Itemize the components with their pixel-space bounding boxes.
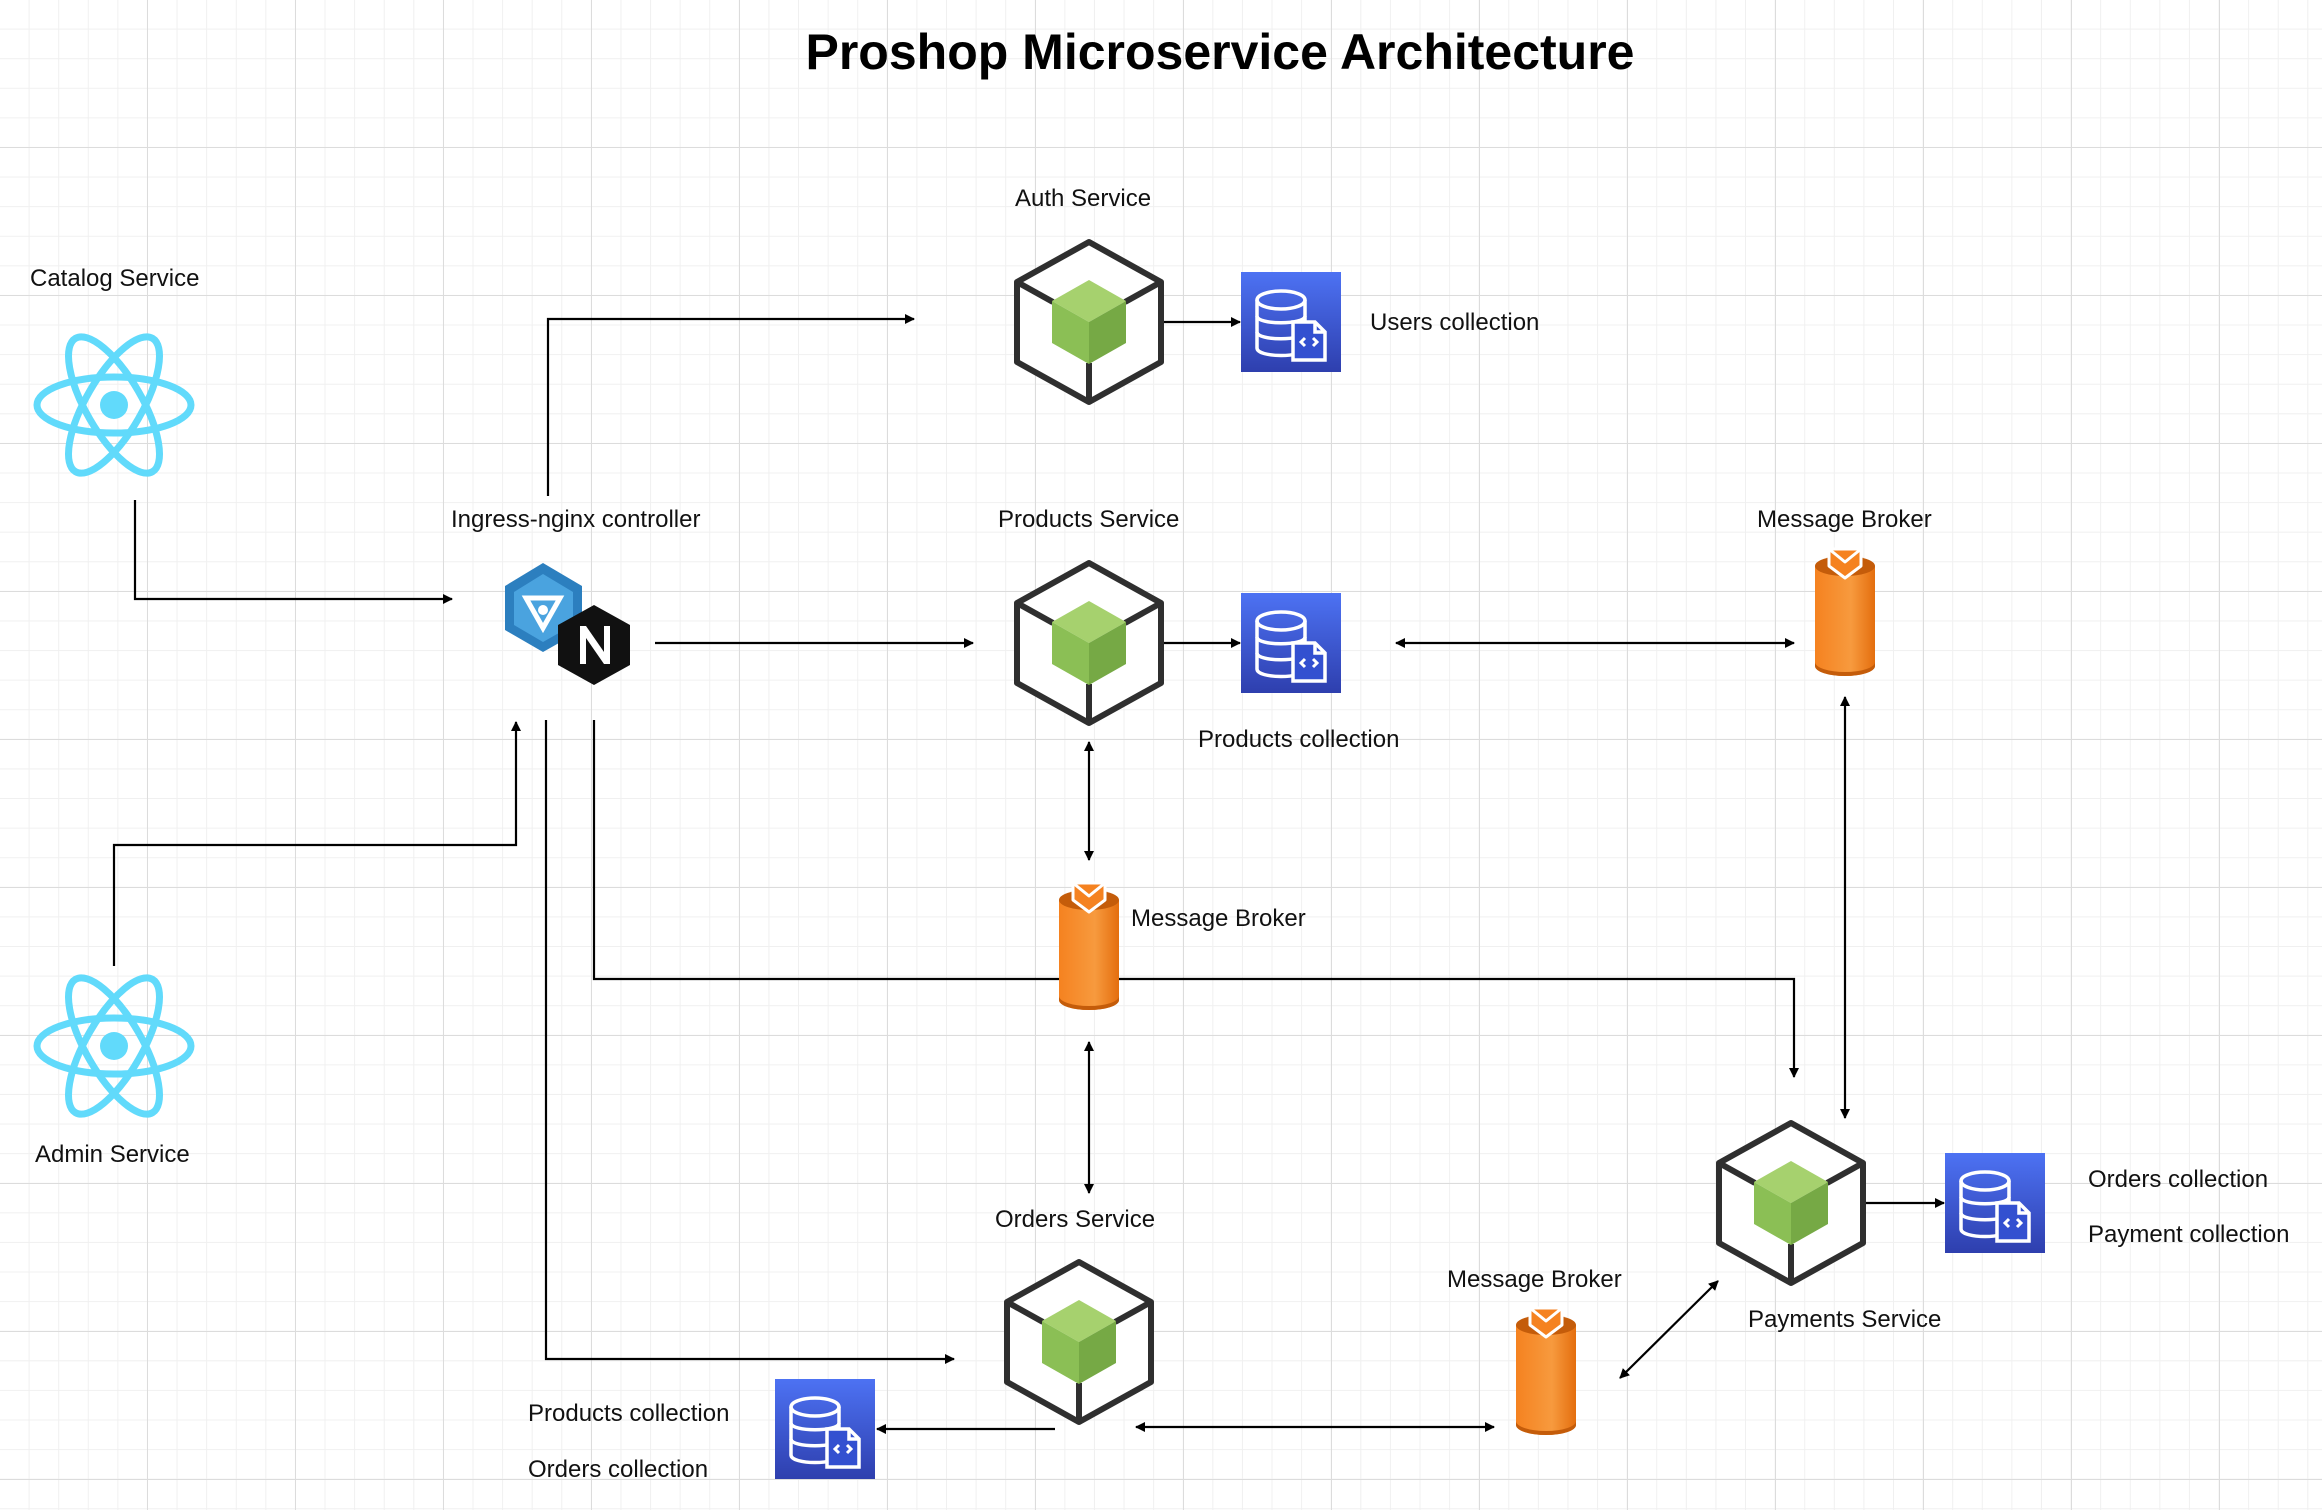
nodejs-hexagon-icon — [1716, 1120, 1866, 1286]
ingress-to-auth-arrow — [546, 314, 915, 496]
orders-products-collection-label: Products collection — [528, 1400, 730, 1427]
message-broker-cylinder-icon — [1516, 1306, 1576, 1435]
broker-bottom-to-payments-arrow — [1619, 1280, 1719, 1379]
message-broker-bottom-label: Message Broker — [1447, 1266, 1622, 1293]
catalog-to-ingress-arrow — [133, 500, 453, 604]
ingress-nginx-icon — [505, 563, 630, 685]
ingress-to-orders-arrow — [544, 720, 955, 1364]
message-broker-cylinder-icon — [1815, 547, 1875, 676]
document-database-icon — [775, 1379, 875, 1479]
ingress-to-payments-arrow — [592, 720, 1799, 1078]
connectors — [112, 314, 1945, 1434]
nodejs-hexagon-icon — [1004, 1259, 1154, 1425]
products-service-label: Products Service — [998, 506, 1180, 533]
document-database-icon — [1945, 1153, 2045, 1253]
document-database-icon — [1241, 272, 1341, 372]
admin-to-ingress-arrow — [112, 721, 521, 966]
message-broker-cylinder-icon — [1059, 881, 1119, 1010]
orders-service-label: Orders Service — [995, 1206, 1156, 1233]
nodejs-hexagon-icon — [1014, 560, 1164, 726]
catalog-service-label: Catalog Service — [30, 265, 200, 292]
payments-orders-collection-label: Orders collection — [2088, 1166, 2269, 1193]
nodejs-hexagon-icon — [1014, 239, 1164, 405]
payment-collection-label: Payment collection — [2088, 1221, 2290, 1248]
document-database-icon — [1241, 593, 1341, 693]
admin-service-label: Admin Service — [35, 1141, 190, 1168]
payments-service-label: Payments Service — [1748, 1306, 1942, 1333]
message-broker-mid-label: Message Broker — [1131, 905, 1306, 932]
diagram-title: Proshop Microservice Architecture — [805, 24, 1635, 80]
users-collection-label: Users collection — [1370, 309, 1540, 336]
orders-orders-collection-label: Orders collection — [528, 1456, 709, 1483]
message-broker-top-label: Message Broker — [1757, 506, 1932, 533]
auth-service-label: Auth Service — [1015, 185, 1152, 212]
react-logo-icon — [33, 974, 195, 1118]
products-collection-label: Products collection — [1198, 726, 1400, 753]
ingress-controller-label: Ingress-nginx controller — [451, 506, 701, 533]
react-logo-icon — [33, 333, 195, 477]
